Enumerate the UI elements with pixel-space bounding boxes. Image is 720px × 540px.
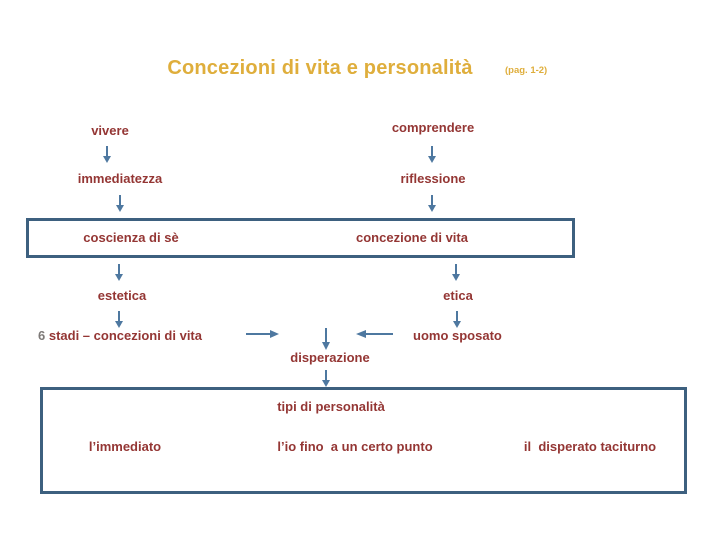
consciousness-box [26, 218, 575, 258]
page-reference: (pag. 1-2) [505, 65, 548, 76]
arrow-left-icon [356, 329, 393, 339]
arrow-right-icon [246, 329, 279, 339]
arrow-down-icon [114, 264, 124, 281]
arrow-down-icon [114, 311, 124, 328]
personality-item-disperato: il disperato taciturno [523, 439, 657, 454]
node-immediatezza: immediatezza [77, 171, 163, 186]
arrow-down-icon [427, 195, 437, 212]
stadi-number: 6 [38, 328, 46, 343]
node-etica: etica [443, 288, 473, 303]
node-disperazione: disperazione [290, 350, 370, 365]
node-coscienza-di-se: coscienza di sè [83, 230, 179, 245]
node-concezione-di-vita: concezione di vita [356, 230, 468, 245]
node-comprendere: comprendere [391, 120, 475, 135]
personality-box-title: tipi di personalità [277, 399, 385, 414]
node-riflessione: riflessione [400, 171, 466, 186]
arrow-down-icon [102, 146, 112, 163]
personality-item-immediato: l’immediato [88, 439, 162, 454]
arrow-down-icon [115, 195, 125, 212]
arrow-down-icon [451, 264, 461, 281]
node-estetica: estetica [97, 288, 147, 303]
arrow-down-icon [452, 311, 462, 328]
slide-title: Concezioni di vita e personalità [167, 57, 473, 79]
arrow-down-icon [321, 328, 331, 350]
personality-types-box [40, 387, 687, 494]
arrow-down-icon [321, 370, 331, 387]
stadi-label: stadi – concezioni di vita [45, 328, 202, 343]
node-6-stadi: 6 stadi – concezioni di vita [38, 328, 202, 344]
node-vivere: vivere [91, 123, 129, 138]
arrow-down-icon [427, 146, 437, 163]
personality-item-io-fino: l’io fino a un certo punto [277, 439, 433, 454]
node-uomo-sposato: uomo sposato [413, 328, 502, 343]
